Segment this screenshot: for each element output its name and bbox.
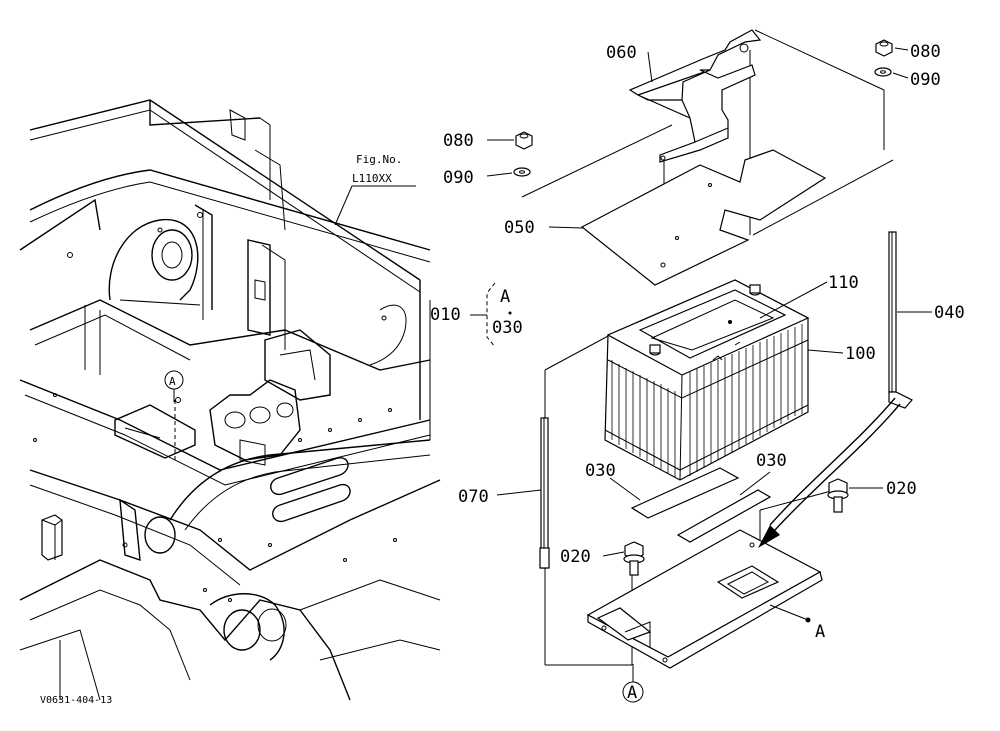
nut-washer-right [874, 39, 893, 77]
ref-a-tray: A [815, 622, 825, 642]
ref-a-frame-marker: A [164, 370, 184, 403]
part-label-060: 060 [606, 43, 637, 63]
ref-a-bottom: A [627, 683, 637, 703]
part-label-030-group: 030 [492, 318, 523, 338]
figure-code: V0631-404-13 [40, 695, 112, 706]
part-040-rod [769, 231, 913, 531]
part-060-battery-bracket [628, 29, 762, 163]
battery-tray [586, 529, 823, 669]
part-label-050: 050 [504, 218, 535, 238]
part-label-010: 010 [430, 305, 461, 325]
group-010-bracket [470, 282, 512, 348]
part-label-040: 040 [934, 303, 965, 323]
fig-no-label: Fig.No. [356, 153, 402, 166]
part-030-pad-b [676, 489, 772, 543]
leader-lines [486, 47, 932, 557]
bolt-020-left [623, 541, 645, 576]
part-100-battery [604, 279, 810, 481]
part-label-100: 100 [845, 344, 876, 364]
part-030-pad-a [630, 467, 740, 519]
part-070-rod [539, 417, 550, 569]
frame-bolt-dots [33, 212, 397, 602]
part-label-090-right: 090 [910, 70, 941, 90]
machine-frame-drawing [19, 99, 441, 701]
part-label-030-b: 030 [756, 451, 787, 471]
part-050-plate [580, 149, 827, 286]
fig-no-callout: Fig.No. L110XX [334, 153, 416, 226]
part-label-020-right: 020 [886, 479, 917, 499]
ref-a-frame: A [169, 375, 176, 388]
part-label-080-left: 080 [443, 131, 474, 151]
part-label-090-left: 090 [443, 168, 474, 188]
nut-washer-left [513, 131, 533, 177]
ref-a-bottom-marker: A [622, 664, 644, 703]
part-label-030-a: 030 [585, 461, 616, 481]
part-label-020-left: 020 [560, 547, 591, 567]
part-label-080-right: 080 [910, 42, 941, 62]
bolt-020-right [827, 478, 849, 513]
battery-ribs [611, 324, 803, 477]
part-label-070: 070 [458, 487, 489, 507]
ref-a-group: A [500, 287, 510, 307]
part-label-110: 110 [828, 273, 859, 293]
fig-no-value: L110XX [352, 172, 392, 185]
part-110-cap [728, 320, 732, 324]
assembly-arrow [758, 525, 780, 548]
